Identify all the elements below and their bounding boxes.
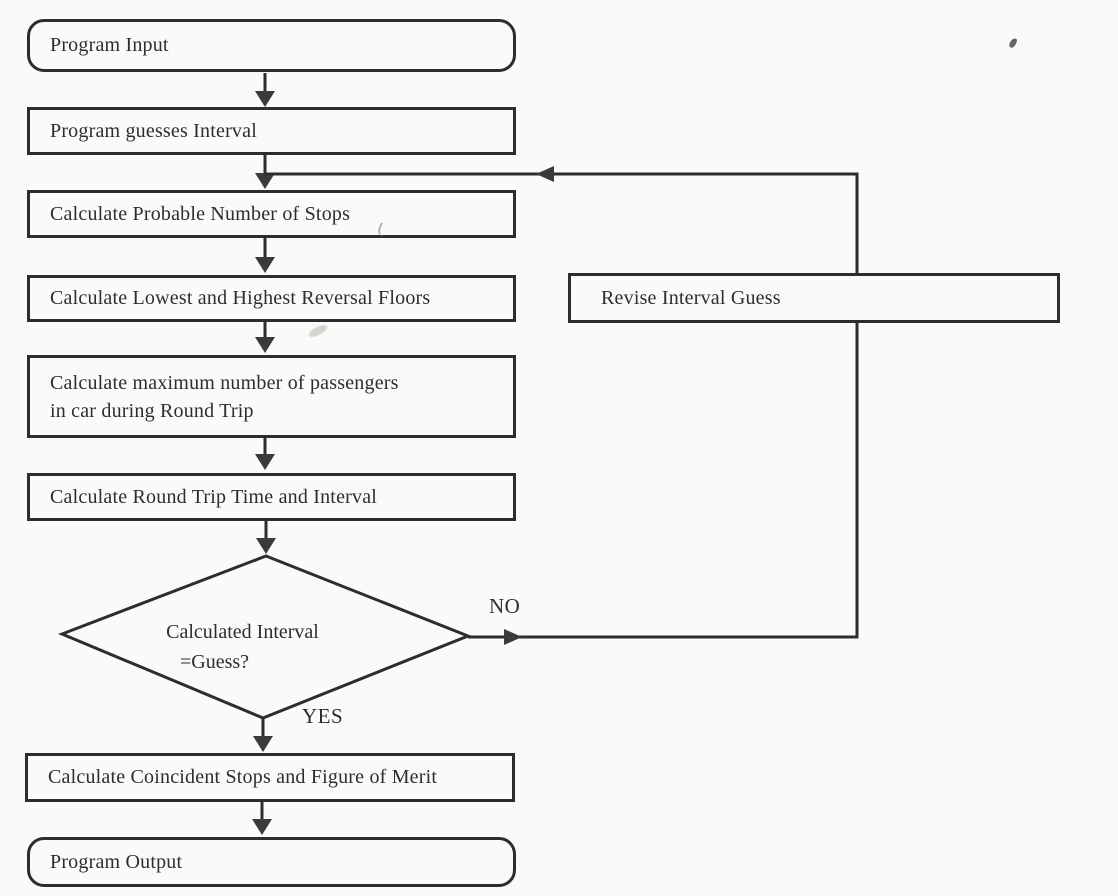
feedback-loop-line [265,172,859,639]
node-calc-max-passengers: Calculate maximum number of passengers i… [27,355,516,438]
node-calc-probable-stops-label: Calculate Probable Number of Stops [50,202,351,225]
no-branch-arrowhead [504,629,522,645]
arrowhead-guess-to-stops [255,173,275,189]
node-calc-max-passengers-line2: in car during Round Trip [50,399,254,422]
decision-question-line1: Calculated Interval [166,621,319,643]
node-calc-reversal-floors: Calculate Lowest and Highest Reversal Fl… [27,275,516,322]
node-revise-interval-guess-label: Revise Interval Guess [601,286,781,309]
label-yes: YES [302,704,344,728]
arrowhead-input-to-guess [255,91,275,107]
feedback-return-arrowhead [536,166,554,182]
node-program-output: Program Output [27,837,516,887]
label-no: NO [489,594,521,618]
node-calc-round-trip-time: Calculate Round Trip Time and Interval [27,473,516,521]
node-revise-interval-guess: Revise Interval Guess [568,273,1060,323]
arrowhead-passengers-to-rtt [255,454,275,470]
arrowhead-decision-to-coincident [253,736,273,752]
node-calc-reversal-floors-label: Calculate Lowest and Highest Reversal Fl… [50,287,431,309]
node-program-guesses-interval: Program guesses Interval [27,107,516,155]
node-calc-coincident-stops-label: Calculate Coincident Stops and Figure of… [48,766,438,788]
decision-question-line2: =Guess? [179,651,250,673]
node-calc-max-passengers-line1: Calculate maximum number of passengers [50,371,399,394]
arrowhead-coincident-to-output [252,819,272,835]
node-program-input: Program Input [27,19,516,72]
node-calc-coincident-stops: Calculate Coincident Stops and Figure of… [25,753,515,802]
node-calc-probable-stops: Calculate Probable Number of Stops [27,190,516,238]
arrowhead-rtt-to-decision [256,538,276,554]
arrowhead-stops-to-floors [255,257,275,273]
node-program-guesses-interval-label: Program guesses Interval [50,119,257,142]
decision-question: Calculated Interval =Guess? [135,617,350,677]
node-program-output-label: Program Output [50,850,183,873]
node-calc-round-trip-time-label: Calculate Round Trip Time and Interval [50,485,378,508]
node-program-input-label: Program Input [50,34,169,56]
arrowhead-floors-to-passengers [255,337,275,353]
